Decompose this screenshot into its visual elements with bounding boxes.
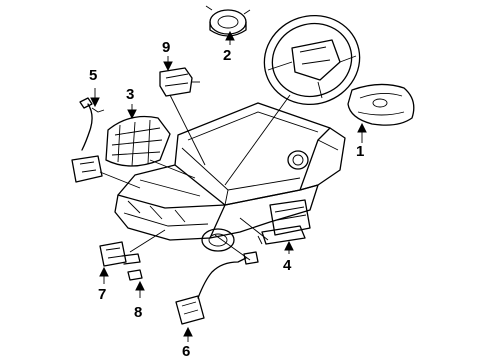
callout-7: 7 — [98, 266, 109, 303]
callout-4: 4 — [283, 240, 294, 274]
passenger-airbag-harness — [71, 97, 105, 183]
sensor-bracket — [127, 269, 143, 281]
diagnosis-sensor-unit — [257, 199, 311, 245]
callout-2: 2 — [223, 30, 235, 64]
crash-zone-sensor-left — [99, 241, 141, 267]
callout-label-9: 9 — [162, 39, 170, 56]
callout-label-2: 2 — [223, 47, 231, 64]
passenger-airbag-module — [105, 115, 171, 167]
driver-airbag-module — [347, 83, 415, 126]
callout-8: 8 — [134, 280, 145, 321]
callout-1: 1 — [356, 122, 367, 160]
crash-zone-sensor-right — [175, 251, 259, 325]
callout-5: 5 — [89, 67, 100, 108]
callout-label-4: 4 — [283, 257, 292, 274]
callout-9: 9 — [162, 39, 173, 72]
steering-wheel — [263, 14, 361, 106]
callout-label-3: 3 — [126, 86, 134, 103]
callout-label-1: 1 — [356, 143, 364, 160]
callout-label-7: 7 — [98, 286, 106, 303]
spiral-cable-clock-spring — [205, 5, 251, 37]
leader-lines — [99, 94, 291, 261]
callout-label-8: 8 — [134, 304, 142, 321]
callout-label-5: 5 — [89, 67, 97, 84]
airbag-connector-module — [159, 67, 200, 97]
callout-label-6: 6 — [182, 343, 190, 360]
callout-3: 3 — [126, 86, 137, 120]
car-body — [114, 102, 346, 252]
callout-6: 6 — [182, 326, 193, 360]
